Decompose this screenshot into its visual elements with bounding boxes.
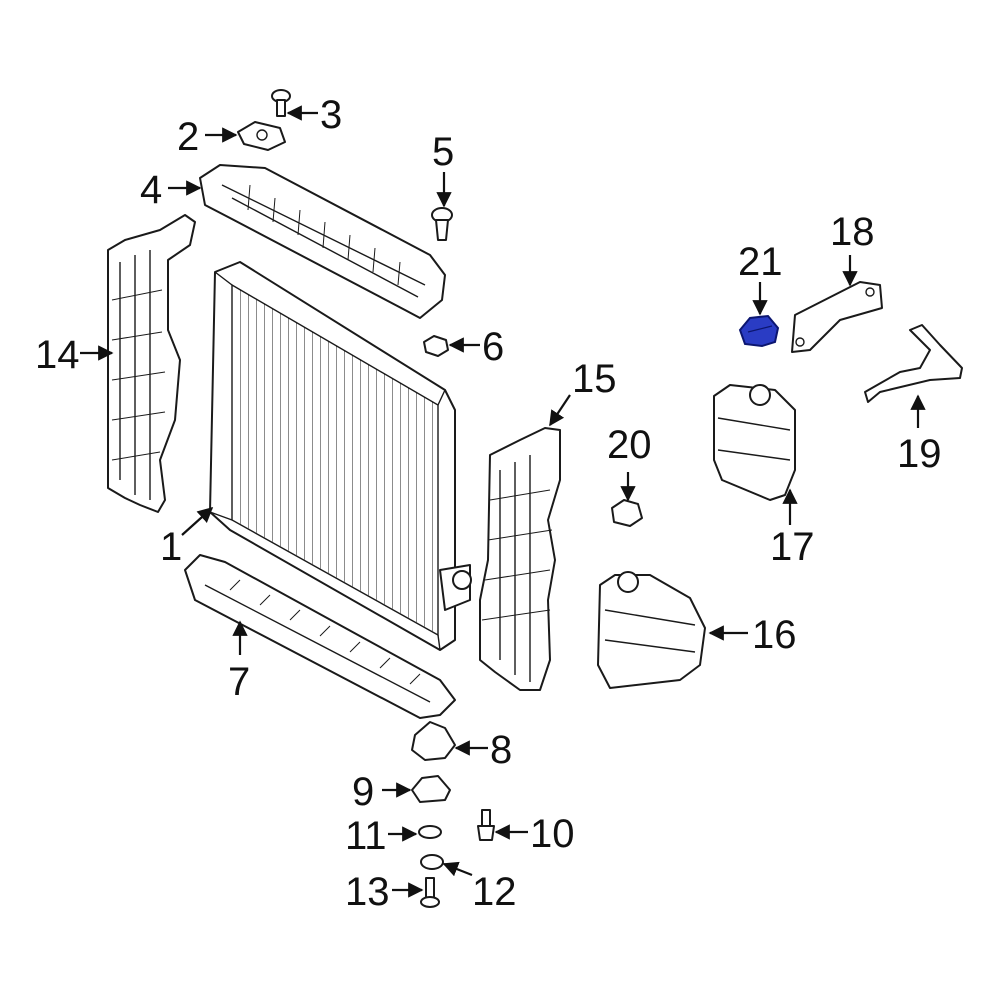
callout-20: 20 (607, 423, 652, 502)
callout-17: 17 (770, 488, 815, 569)
part-6-nut[interactable] (423, 335, 449, 357)
callout-label: 11 (345, 814, 387, 858)
callout-15: 15 (549, 357, 617, 427)
callout-6: 6 (448, 325, 504, 369)
callout-18: 18 (830, 210, 875, 287)
callout-label: 7 (228, 660, 250, 704)
callout-3: 3 (286, 93, 342, 137)
callout-label: 9 (352, 770, 374, 814)
callout-label: 8 (490, 728, 512, 772)
callout-label: 13 (345, 870, 390, 914)
part-8-mount[interactable] (411, 721, 456, 761)
callout-label: 19 (897, 432, 942, 476)
callout-label: 6 (482, 325, 504, 369)
callout-12: 12 (442, 861, 517, 914)
callout-7: 7 (228, 620, 250, 704)
callout-19: 19 (897, 394, 942, 476)
callout-label: 16 (752, 613, 797, 657)
callout-label: 20 (607, 423, 652, 467)
callout-2: 2 (177, 115, 238, 159)
part-13-bolt[interactable] (420, 877, 440, 908)
callout-label: 15 (572, 357, 617, 401)
part-9-clip[interactable] (411, 775, 451, 803)
callout-10: 10 (494, 812, 575, 856)
callout-14: 14 (35, 333, 114, 377)
part-14-left-air-guide[interactable] (107, 214, 196, 513)
part-15-right-air-guide[interactable] (479, 427, 561, 691)
callout-13: 13 (345, 870, 424, 914)
part-2-bracket[interactable] (237, 121, 286, 151)
part-17-coolant-reservoir[interactable] (713, 384, 796, 501)
callout-4: 4 (140, 168, 202, 212)
part-20-cap[interactable] (611, 499, 643, 527)
part-21-cap[interactable] (738, 314, 780, 348)
callout-label: 3 (320, 93, 342, 137)
part-16-expansion-tank[interactable] (597, 571, 706, 689)
part-18-bracket[interactable] (791, 281, 883, 353)
part-12-washer[interactable] (420, 854, 444, 870)
callout-21: 21 (738, 240, 783, 316)
callout-label: 14 (35, 333, 80, 377)
part-10-bolt[interactable] (477, 809, 495, 841)
callout-8: 8 (454, 728, 512, 772)
callout-11: 11 (345, 814, 418, 858)
part-1-radiator[interactable] (209, 261, 472, 651)
callout-1: 1 (160, 506, 214, 569)
callout-label: 17 (770, 525, 815, 569)
callout-label: 2 (177, 115, 199, 159)
callout-label: 5 (432, 130, 454, 174)
callout-9: 9 (352, 770, 412, 814)
callout-label: 18 (830, 210, 875, 254)
callout-16: 16 (708, 613, 797, 657)
part-5-pin[interactable] (431, 207, 453, 241)
part-7-lower-support[interactable] (184, 554, 456, 719)
callout-label: 4 (140, 168, 162, 212)
callout-label: 12 (472, 870, 517, 914)
part-11-washer[interactable] (418, 825, 442, 839)
part-19-bracket[interactable] (864, 324, 963, 403)
part-3-bolt[interactable] (271, 89, 291, 117)
part-4-upper-support[interactable] (199, 164, 446, 319)
callout-label: 21 (738, 240, 783, 284)
callout-label: 1 (160, 525, 182, 569)
callout-label: 10 (530, 812, 575, 856)
callout-5: 5 (432, 130, 454, 208)
